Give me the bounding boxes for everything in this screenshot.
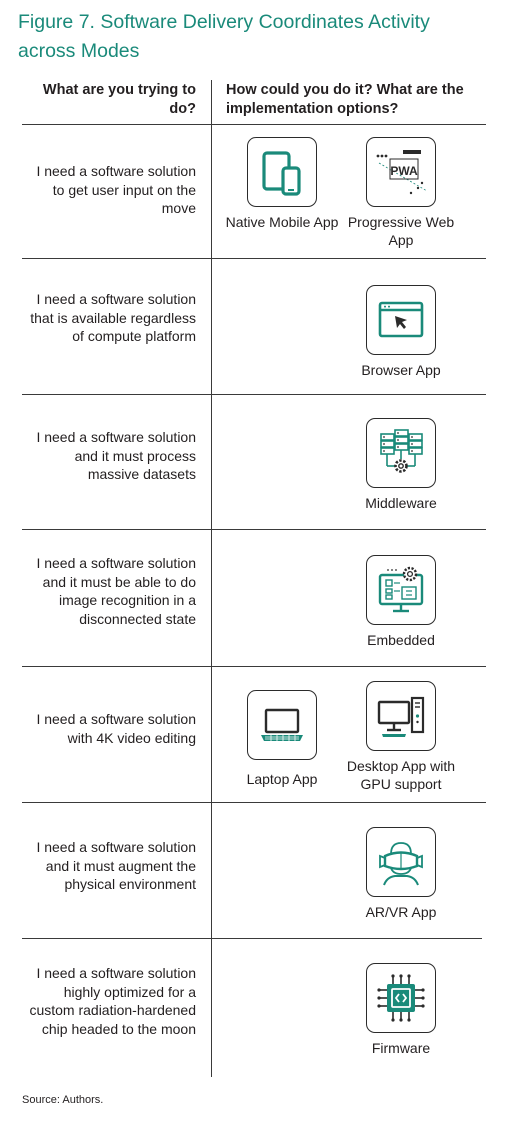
figure-title: Figure 7. Software Delivery Coordinates … bbox=[18, 11, 430, 62]
laptop-icon bbox=[247, 690, 317, 760]
chip-icon bbox=[366, 963, 436, 1033]
option-label: Middleware bbox=[365, 495, 437, 511]
option-desktop-app: Desktop App with GPU support bbox=[336, 681, 466, 793]
option-label: Firmware bbox=[371, 1040, 431, 1056]
pwa-icon-text: PWA bbox=[390, 164, 418, 178]
desktop-tower-icon bbox=[366, 681, 436, 751]
mobile-devices-icon bbox=[247, 137, 317, 207]
column-header-options: How could you do it? What are the implem… bbox=[226, 82, 464, 117]
option-progressive-web-app: PWA Progressive Web App bbox=[336, 137, 466, 249]
row-divider bbox=[22, 258, 486, 259]
need-text-platform: I need a software solution that is avail… bbox=[30, 291, 196, 344]
option-ar-vr-app: AR/VR App bbox=[336, 827, 466, 921]
embedded-monitor-icon bbox=[366, 555, 436, 625]
row-divider bbox=[22, 666, 486, 667]
row-divider bbox=[22, 124, 486, 125]
row-divider bbox=[22, 529, 486, 530]
need-text-mobile: I need a software solution to get user i… bbox=[36, 163, 196, 216]
option-firmware: Firmware bbox=[336, 963, 466, 1057]
option-embedded: Embedded bbox=[336, 555, 466, 649]
option-laptop-app: Laptop App bbox=[217, 690, 347, 788]
option-label: Native Mobile App bbox=[225, 214, 339, 230]
need-text-augment: I need a software solution and it must a… bbox=[36, 839, 196, 892]
pwa-icon: PWA bbox=[366, 137, 436, 207]
row-divider bbox=[22, 938, 482, 939]
row-divider bbox=[22, 802, 486, 803]
browser-window-icon bbox=[366, 285, 436, 355]
option-native-mobile-app: Native Mobile App bbox=[217, 137, 347, 231]
option-label: Embedded bbox=[367, 632, 435, 648]
need-text-image-recognition: I need a software solution and it must b… bbox=[36, 555, 196, 627]
option-label: Progressive Web App bbox=[347, 214, 455, 248]
option-label: Desktop App with GPU support bbox=[346, 758, 456, 792]
column-divider bbox=[211, 80, 212, 1077]
option-label: Laptop App bbox=[246, 771, 318, 787]
server-gear-icon bbox=[366, 418, 436, 488]
need-text-firmware: I need a software solution highly optimi… bbox=[29, 965, 196, 1037]
option-middleware: Middleware bbox=[336, 418, 466, 512]
need-text-video-editing: I need a software solution with 4K video… bbox=[36, 711, 196, 746]
option-label: AR/VR App bbox=[365, 904, 437, 920]
vr-headset-icon bbox=[366, 827, 436, 897]
option-browser-app: Browser App bbox=[336, 285, 466, 379]
source-note: Source: Authors. bbox=[22, 1094, 104, 1106]
row-divider bbox=[22, 394, 486, 395]
option-label: Browser App bbox=[361, 362, 441, 378]
column-header-goal: What are you trying to do? bbox=[42, 82, 196, 117]
need-text-datasets: I need a software solution and it must p… bbox=[36, 429, 196, 482]
